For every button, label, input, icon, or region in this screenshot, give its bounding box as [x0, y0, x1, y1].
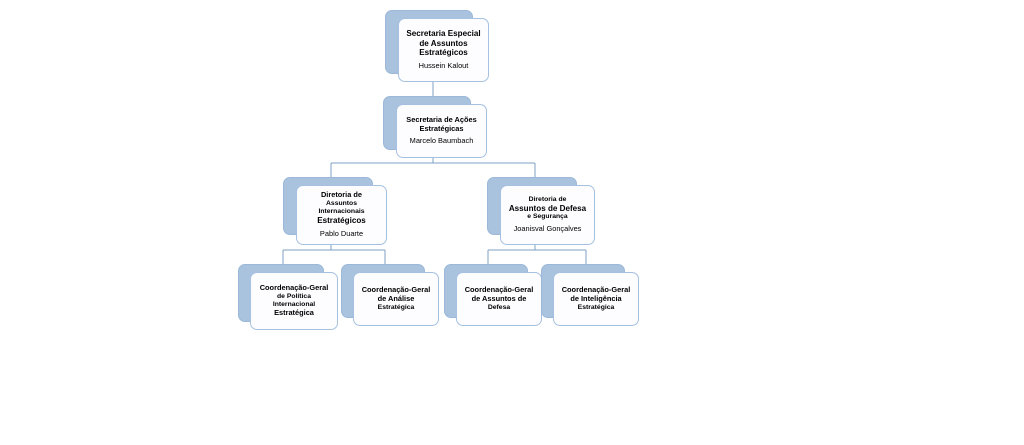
node-line: Estratégica: [577, 303, 615, 311]
node-card[interactable]: Secretaria Especial de Assuntos Estratég…: [398, 18, 489, 82]
node-secretaria-acoes-estrategicas[interactable]: Secretaria de Ações Estratégicas Marcelo…: [383, 96, 487, 158]
node-line: de Política: [277, 292, 311, 300]
node-diretoria-assuntos-internacionais[interactable]: Diretoria de Assuntos Internacionais Est…: [283, 177, 387, 245]
node-line: Secretaria Especial: [406, 29, 481, 39]
node-line: Coordenação-Geral: [464, 285, 534, 295]
node-card[interactable]: Coordenação-Geral de Assuntos de Defesa: [456, 272, 542, 326]
node-line: Estratégicos: [317, 216, 366, 226]
node-card[interactable]: Coordenação-Geral de Inteligência Estrat…: [553, 272, 639, 326]
node-line: Estratégicas: [419, 123, 464, 133]
node-diretoria-assuntos-defesa-seguranca[interactable]: Diretoria de Assuntos de Defesa e Segura…: [487, 177, 595, 245]
node-line: Assuntos: [326, 200, 357, 208]
node-cg-analise-estrategica[interactable]: Coordenação-Geral de Análise Estratégica: [341, 264, 439, 328]
node-card[interactable]: Coordenação-Geral de Análise Estratégica: [353, 272, 439, 326]
node-cg-politica-internacional-estrategica[interactable]: Coordenação-Geral de Política Internacio…: [238, 264, 338, 332]
node-line: Diretoria de: [528, 195, 567, 203]
node-line: de Inteligência: [570, 293, 622, 303]
node-line: Diretoria de: [320, 190, 363, 200]
node-line: Coordenação-Geral: [259, 283, 329, 293]
node-line: de Assuntos: [419, 38, 468, 48]
node-line: de Assuntos de: [471, 293, 527, 303]
node-secretaria-especial[interactable]: Secretaria Especial de Assuntos Estratég…: [385, 10, 489, 82]
node-card[interactable]: Diretoria de Assuntos Internacionais Est…: [296, 185, 387, 245]
node-line: e Segurança: [527, 213, 568, 221]
node-line: Coordenação-Geral: [361, 285, 431, 295]
node-line: Assuntos de Defesa: [508, 203, 587, 213]
node-line: Secretaria de Ações: [406, 114, 477, 124]
node-line: Internacionais: [318, 208, 365, 216]
node-line: Internacional: [272, 301, 316, 308]
node-holder: Marcelo Baumbach: [409, 136, 474, 146]
node-holder: Joanisval Gonçalves: [513, 224, 582, 234]
node-line: Estratégica: [377, 303, 415, 311]
node-line: Estratégica: [274, 308, 314, 318]
node-card[interactable]: Coordenação-Geral de Política Internacio…: [250, 272, 338, 330]
node-holder: Pablo Duarte: [319, 228, 364, 238]
node-line: de Análise: [377, 293, 415, 303]
node-holder: Hussein Kalout: [418, 60, 469, 70]
node-line: Defesa: [487, 303, 511, 311]
node-card[interactable]: Diretoria de Assuntos de Defesa e Segura…: [500, 185, 595, 245]
node-cg-assuntos-defesa[interactable]: Coordenação-Geral de Assuntos de Defesa: [444, 264, 542, 328]
node-line: Coordenação-Geral: [561, 285, 631, 295]
node-line: Estratégicos: [419, 48, 468, 58]
node-card[interactable]: Secretaria de Ações Estratégicas Marcelo…: [396, 104, 487, 158]
node-cg-inteligencia-estrategica[interactable]: Coordenação-Geral de Inteligência Estrat…: [541, 264, 639, 328]
